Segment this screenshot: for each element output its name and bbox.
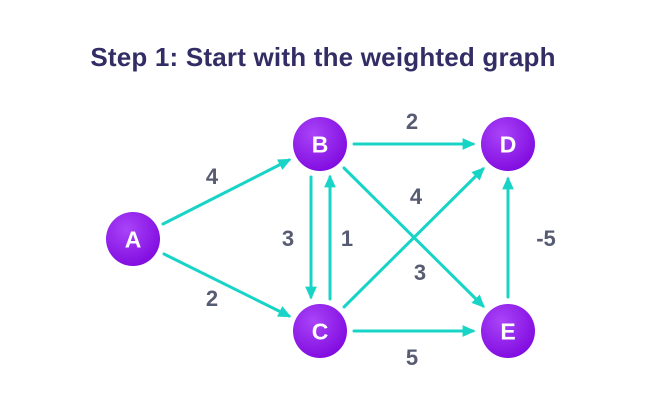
- node-D-label: D: [500, 131, 517, 157]
- edge-line-B-E: [342, 166, 485, 308]
- edge-weight-A-C: 2: [206, 286, 218, 311]
- figure-title: Step 1: Start with the weighted graph: [90, 42, 556, 72]
- edge-C-E: 5: [352, 325, 476, 370]
- node-B-label: B: [312, 131, 329, 157]
- node-E-label: E: [500, 318, 515, 344]
- edge-weight-C-E: 5: [406, 345, 418, 370]
- edge-weight-B-E: 3: [414, 260, 426, 285]
- node-C-label: C: [312, 318, 329, 344]
- edge-weight-A-B: 4: [206, 164, 219, 189]
- node-B: B: [293, 117, 347, 171]
- edge-line-A-C: [162, 252, 292, 318]
- node-D: D: [481, 117, 535, 171]
- edge-line-A-B: [161, 158, 292, 226]
- edge-weight-B-D: 2: [406, 109, 418, 134]
- node-C-circle: [293, 304, 347, 358]
- edge-A-C: 2: [162, 252, 292, 318]
- node-E-circle: [481, 304, 535, 358]
- edge-weight-E-D: -5: [536, 226, 556, 251]
- edge-A-B: 4: [161, 158, 292, 226]
- edge-B-D: 2: [352, 109, 476, 150]
- edge-weight-B-C: 3: [282, 226, 294, 251]
- edge-B-E: 3: [342, 166, 485, 308]
- edge-weight-C-D: 4: [410, 184, 423, 209]
- node-A-circle: [106, 212, 160, 266]
- edge-E-D: -5: [502, 176, 556, 299]
- node-E: E: [481, 304, 535, 358]
- node-A-label: A: [125, 226, 142, 252]
- edge-weight-C-B: 1: [341, 226, 353, 251]
- node-B-circle: [293, 117, 347, 171]
- edge-C-B: 1: [324, 174, 353, 301]
- node-D-circle: [481, 117, 535, 171]
- node-A: A: [106, 212, 160, 266]
- node-C: C: [293, 304, 347, 358]
- edge-B-C: 3: [282, 175, 317, 300]
